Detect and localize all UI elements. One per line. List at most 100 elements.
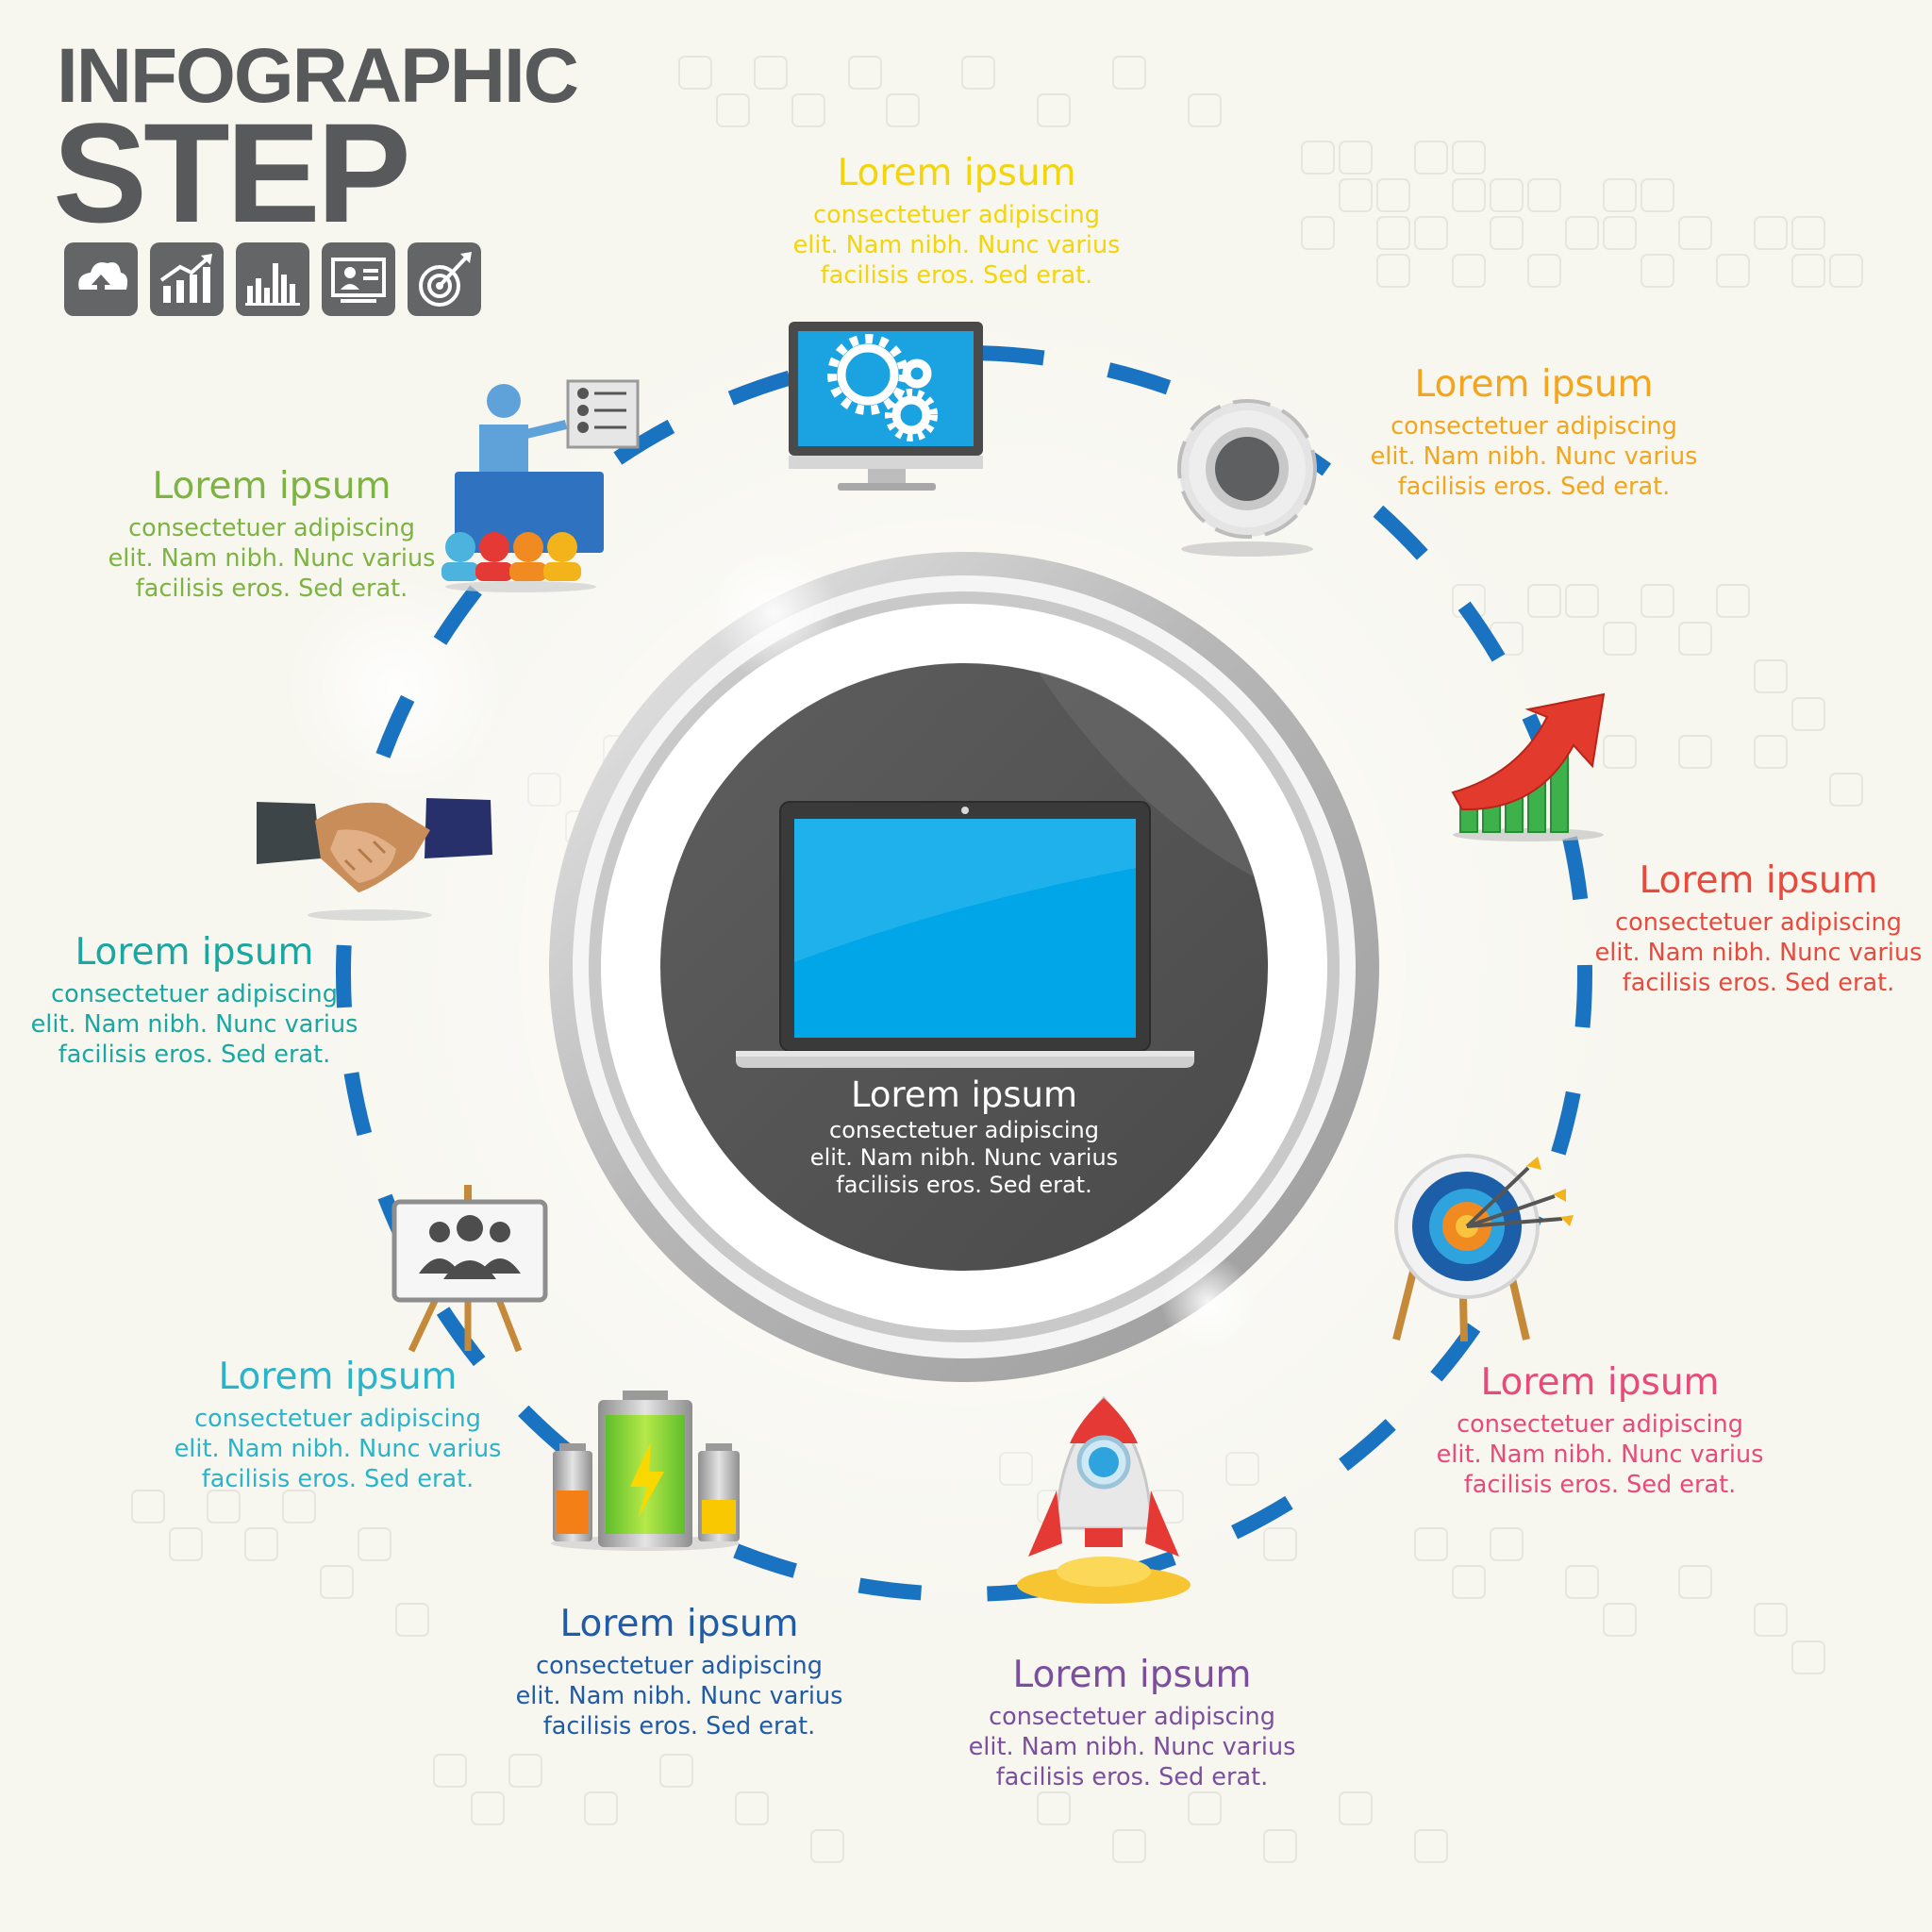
grid-cell xyxy=(1603,622,1637,656)
step-body-line: elit. Nam nibh. Nunc varius xyxy=(1594,939,1923,967)
step-body-line: elit. Nam nibh. Nunc varius xyxy=(1370,442,1698,471)
grid-cell xyxy=(1414,1527,1448,1561)
grid-cell xyxy=(1565,216,1599,250)
grid-cell xyxy=(433,1754,467,1788)
step-body-line: facilisis eros. Sed erat. xyxy=(820,261,1093,290)
grid-cell xyxy=(1791,1641,1825,1674)
step-3-text: Lorem ipsum consectetuer adipiscing elit… xyxy=(1560,858,1932,998)
grid-cell xyxy=(1791,254,1825,288)
grid-cell xyxy=(716,93,750,127)
center-title: Lorem ipsum xyxy=(850,1074,1078,1115)
step-body-line: consectetuer adipiscing xyxy=(813,201,1100,229)
cloud-upload-icon xyxy=(64,242,138,316)
step-1-text: Lorem ipsum consectetuer adipiscing elit… xyxy=(758,151,1155,291)
grid-cell xyxy=(1603,1603,1637,1637)
step-title: Lorem ipsum xyxy=(837,152,1076,194)
grid-cell xyxy=(169,1527,203,1561)
step-body-line: consectetuer adipiscing xyxy=(194,1405,481,1433)
step-title: Lorem ipsum xyxy=(1012,1654,1252,1696)
step-8-text: Lorem ipsum consectetuer adipiscing elit… xyxy=(0,930,392,1070)
step-2-text: Lorem ipsum consectetuer adipiscing elit… xyxy=(1336,362,1732,502)
step-body-line: facilisis eros. Sed erat. xyxy=(135,575,408,603)
center-body-line: elit. Nam nibh. Nunc varius xyxy=(809,1144,1119,1171)
step-body-line: consectetuer adipiscing xyxy=(1615,908,1902,937)
grid-cell xyxy=(1716,254,1750,288)
grid-cell xyxy=(1678,735,1712,769)
step-5-text: Lorem ipsum consectetuer adipiscing elit… xyxy=(934,1653,1330,1792)
grid-cell xyxy=(754,56,788,90)
grid-cell xyxy=(1376,216,1410,250)
laptop-icon xyxy=(736,801,1194,1068)
grid-cell xyxy=(791,93,825,127)
grid-cell xyxy=(1829,773,1863,807)
grid-cell xyxy=(1527,178,1561,212)
step-title: Lorem ipsum xyxy=(1639,859,1878,902)
grid-cell xyxy=(886,93,920,127)
grid-cell xyxy=(395,1603,429,1637)
grid-cell xyxy=(1641,584,1674,618)
grid-cell xyxy=(1301,216,1335,250)
grid-cell xyxy=(1376,254,1410,288)
step-body-line: facilisis eros. Sed erat. xyxy=(201,1465,475,1493)
grid-cell xyxy=(1527,254,1561,288)
grid-cell xyxy=(678,56,712,90)
rocket-icon xyxy=(1017,1395,1191,1604)
center-body-line: facilisis eros. Sed erat. xyxy=(836,1172,1092,1198)
header-icons xyxy=(64,242,481,316)
battery-icon xyxy=(551,1391,740,1551)
grid-cell xyxy=(1716,584,1750,618)
grid-cell xyxy=(1188,93,1222,127)
grid-cell xyxy=(1678,216,1712,250)
step-title: Lorem ipsum xyxy=(1480,1361,1720,1404)
grid-cell xyxy=(1112,1829,1146,1863)
grid-cell xyxy=(1037,93,1071,127)
grid-cell xyxy=(1263,1829,1297,1863)
grid-cell xyxy=(961,56,995,90)
grid-cell xyxy=(1339,1791,1373,1825)
grid-cell xyxy=(1754,216,1788,250)
grid-cell xyxy=(1641,178,1674,212)
presenter-icon xyxy=(441,379,640,592)
step-body-line: facilisis eros. Sed erat. xyxy=(1397,473,1671,501)
monitor-gears-icon xyxy=(789,322,983,491)
bar-chart-icon xyxy=(236,242,309,316)
team-board-icon xyxy=(391,1185,548,1353)
grid-cell xyxy=(1754,735,1788,769)
center-body-line: consectetuer adipiscing xyxy=(829,1117,1099,1143)
header-subtitle: STEP xyxy=(53,93,411,252)
presentation-board-icon xyxy=(322,242,395,316)
grid-cell xyxy=(1490,216,1524,250)
grid-cell xyxy=(735,1791,769,1825)
grid-cell xyxy=(584,1791,618,1825)
grid-cell xyxy=(282,1490,316,1524)
step-4-text: Lorem ipsum consectetuer adipiscing elit… xyxy=(1402,1360,1798,1500)
handshake-icon xyxy=(257,798,492,921)
grid-cell xyxy=(1678,622,1712,656)
step-title: Lorem ipsum xyxy=(559,1603,799,1645)
grid-cell xyxy=(1490,1527,1524,1561)
step-body-line: consectetuer adipiscing xyxy=(989,1703,1275,1731)
step-body-line: consectetuer adipiscing xyxy=(51,980,338,1008)
step-7-text: Lorem ipsum consectetuer adipiscing elit… xyxy=(140,1355,536,1494)
grid-cell xyxy=(1565,1565,1599,1599)
step-body-line: elit. Nam nibh. Nunc varius xyxy=(792,231,1121,259)
step-body-line: facilisis eros. Sed erat. xyxy=(1463,1471,1737,1499)
grid-cell xyxy=(1452,1565,1486,1599)
grid-cell xyxy=(1603,178,1637,212)
step-body-line: elit. Nam nibh. Nunc varius xyxy=(1436,1441,1764,1469)
step-body-line: consectetuer adipiscing xyxy=(1391,412,1677,441)
archery-target-icon xyxy=(1392,1154,1574,1342)
grid-cell xyxy=(1037,1791,1071,1825)
central-hub xyxy=(549,547,1379,1382)
step-body-line: facilisis eros. Sed erat. xyxy=(542,1712,816,1740)
grid-cell xyxy=(320,1565,354,1599)
grid-cell xyxy=(1791,697,1825,731)
step-title: Lorem ipsum xyxy=(152,465,391,508)
step-body-line: elit. Nam nibh. Nunc varius xyxy=(968,1733,1296,1761)
step-6-text: Lorem ipsum consectetuer adipiscing elit… xyxy=(481,1602,877,1741)
grid-cell xyxy=(131,1490,165,1524)
step-title: Lorem ipsum xyxy=(1414,363,1654,406)
step-body-line: facilisis eros. Sed erat. xyxy=(1622,969,1895,997)
